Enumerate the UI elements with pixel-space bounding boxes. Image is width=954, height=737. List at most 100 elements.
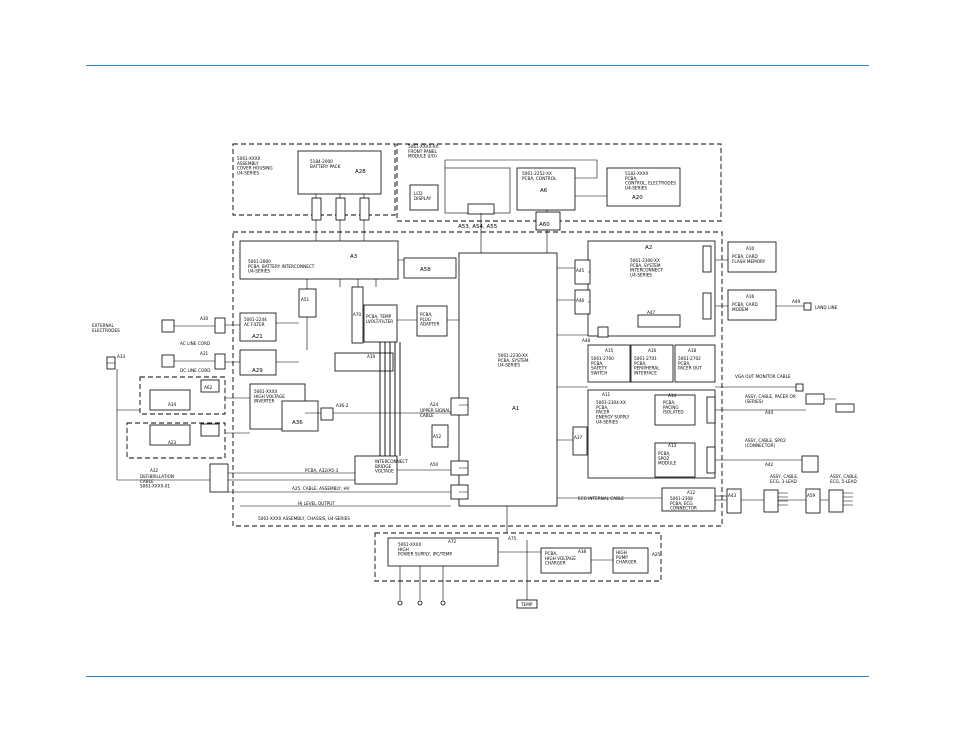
a2-conn-1 bbox=[702, 245, 712, 273]
ecg3-cable-label: ASSY, CABLE,ECG, 3-LEAD bbox=[770, 474, 798, 484]
main-wiring bbox=[107, 232, 836, 600]
a12-block bbox=[661, 487, 716, 512]
ecg5-cable-label: ASSY, CABLE,ECG, 5-LEAD bbox=[830, 474, 858, 484]
a51-ref: A51 bbox=[301, 297, 310, 302]
electrode-leads bbox=[399, 588, 444, 600]
a18-bus bbox=[379, 342, 401, 456]
a52-ref: A52 bbox=[433, 434, 442, 439]
dc-inlet bbox=[214, 353, 226, 370]
ecg5-leads bbox=[843, 492, 853, 506]
a59-ref: A59 bbox=[807, 493, 816, 498]
a29-block bbox=[239, 349, 277, 376]
a18b-ref: A18 bbox=[688, 348, 697, 353]
pacer-plug bbox=[835, 403, 855, 413]
a41-connector bbox=[706, 396, 716, 424]
battery-connector-b bbox=[335, 197, 346, 221]
a47-block bbox=[637, 314, 681, 328]
spo2-cable-label: ASSY, CABLE, SPO2(CONNECTOR) bbox=[745, 438, 786, 448]
ac-plug bbox=[161, 319, 175, 333]
a20-ref: A20 bbox=[632, 195, 643, 201]
vga-label: VGA OUT MONITOR CABLE bbox=[735, 374, 791, 379]
a70-ref: A70 bbox=[353, 312, 362, 317]
a56-block bbox=[416, 305, 448, 337]
a48-block bbox=[597, 326, 609, 338]
a29-ref: A29 bbox=[252, 368, 263, 374]
a2-conn-2 bbox=[702, 292, 712, 320]
a60-block bbox=[535, 211, 561, 231]
lead-terminal-1 bbox=[397, 600, 403, 606]
a30-ref: A30 bbox=[200, 316, 209, 321]
footer-rule bbox=[86, 676, 869, 677]
chassis-region bbox=[232, 231, 723, 527]
a44-connector bbox=[805, 393, 825, 405]
flash-ref: A10 bbox=[746, 246, 755, 251]
ecg5-lead-plug bbox=[828, 489, 844, 513]
a32-ref: A32 bbox=[150, 468, 159, 473]
a38-block bbox=[540, 547, 592, 574]
a1-block bbox=[458, 252, 558, 507]
vga-jack bbox=[795, 383, 804, 392]
a53-label: A53, A54, A55 bbox=[458, 224, 498, 230]
dc-line-label: DC LINE CORD bbox=[180, 368, 211, 373]
a15-ref: A15 bbox=[605, 348, 614, 353]
a16-block bbox=[630, 344, 674, 383]
a42-ref: A42 bbox=[765, 462, 774, 467]
pacer-cable-label: ASSY, CABLE, PACER OR(SERIES) bbox=[745, 394, 796, 404]
battery-connector-c bbox=[359, 197, 370, 221]
a21-ref: A21 bbox=[252, 334, 263, 340]
a36-ref: A36 bbox=[292, 420, 303, 426]
a70-block bbox=[351, 286, 364, 344]
a3-ref: A3 bbox=[350, 254, 358, 260]
a50-ref: A50 bbox=[430, 462, 439, 467]
a16-ref: A16 bbox=[648, 348, 657, 353]
a42-connector bbox=[801, 455, 819, 473]
a37-ref: A37 bbox=[574, 435, 583, 440]
a34-ref: A34 bbox=[168, 402, 177, 407]
dc-plug bbox=[161, 354, 175, 368]
a23b-block bbox=[200, 423, 220, 437]
land-line-label: LAND LINE bbox=[815, 305, 838, 310]
a23-dashed-region bbox=[126, 422, 226, 459]
line-filter-label: PCBA, A32/A5-3 bbox=[305, 468, 338, 473]
modem-ref: A16 bbox=[746, 294, 755, 299]
a25-ref: A25 bbox=[652, 552, 661, 557]
a51-block bbox=[298, 288, 317, 318]
a15-block bbox=[587, 344, 631, 383]
ecg3-leads bbox=[778, 492, 788, 506]
battery-connector-a bbox=[311, 197, 322, 221]
a72-ref: A72 bbox=[448, 539, 457, 544]
a58-block bbox=[403, 257, 457, 279]
chassis-assy-label: 5061-XXXX ASSEMBLY, CHASSIS, U4-SERIES bbox=[258, 516, 350, 521]
a62-ref: A62 bbox=[204, 385, 213, 390]
land-line-jack bbox=[803, 302, 812, 311]
a18b-block bbox=[674, 344, 716, 383]
a13-block bbox=[654, 442, 696, 478]
a28-ref: A28 bbox=[355, 169, 366, 175]
a46-ref: A46 bbox=[576, 298, 585, 303]
a43-ref: A43 bbox=[728, 493, 737, 498]
ecg3-lead-plug bbox=[763, 489, 779, 513]
a20-block bbox=[606, 167, 681, 207]
lead-terminal-3 bbox=[440, 600, 446, 606]
